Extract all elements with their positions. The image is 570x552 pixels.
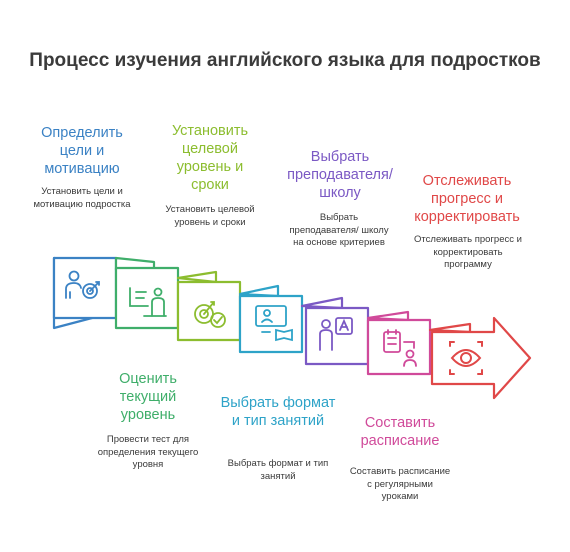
step-7-label: Отслеживать прогресс и корректировать xyxy=(414,173,520,225)
step-4-label: Выбрать формат и тип занятий xyxy=(220,395,336,429)
step-2-desc: Провести тест для определения текущего у… xyxy=(97,434,199,470)
diagram-title: Процесс изучения английского языка для п… xyxy=(29,50,541,71)
step-3-label: Установить целевой уровень и сроки xyxy=(171,123,249,193)
step-1-panel xyxy=(52,256,118,330)
step-7-desc: Отслеживать прогресс и корректировать пр… xyxy=(414,234,522,270)
step-6-desc: Составить расписание с регулярными урока… xyxy=(349,466,451,502)
person-target-icon xyxy=(65,270,100,299)
step-5-panel xyxy=(300,296,370,366)
step-2-label: Оценить текущий уровень xyxy=(119,371,177,423)
step-5-label: Выбрать преподавателя/ школу xyxy=(287,149,393,201)
step-6-label: Составить расписание xyxy=(360,415,440,449)
schedule-icon xyxy=(383,329,417,367)
step-4-desc: Выбрать формат и тип занятий xyxy=(227,458,329,482)
teacher-board-icon xyxy=(129,287,167,317)
target-check-icon xyxy=(194,301,226,328)
step-6-panel xyxy=(366,310,432,376)
step-5-desc: Выбрать преподавателя/ школу на основе к… xyxy=(289,212,389,248)
step-3-desc: Установить целевой уровень и сроки xyxy=(165,204,255,228)
eye-icon xyxy=(449,341,483,375)
step-1-desc: Установить цели и мотивацию подростка xyxy=(33,186,131,210)
teacher-a-icon xyxy=(319,317,353,351)
step-2-panel xyxy=(114,256,180,330)
step-4-panel xyxy=(238,284,304,354)
step-1-label: Определить цели и мотивацию xyxy=(41,125,123,177)
online-lesson-icon xyxy=(255,305,293,342)
